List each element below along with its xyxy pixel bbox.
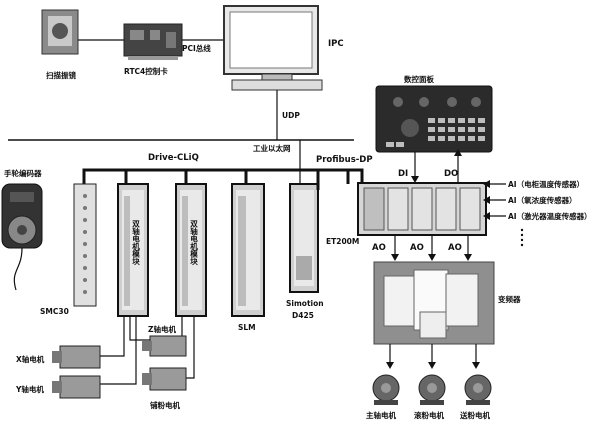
spread-motor bbox=[419, 375, 445, 405]
z-motor-label: Z轴电机 bbox=[148, 324, 176, 334]
spread-motor-label: 滚粉电机 bbox=[414, 410, 444, 420]
feed-motor bbox=[465, 375, 491, 405]
udp-label: UDP bbox=[282, 111, 300, 120]
di-arrow bbox=[411, 176, 419, 183]
drive-cliq-label: Drive-CLiQ bbox=[148, 153, 199, 163]
profibus-label: Profibus-DP bbox=[316, 155, 373, 165]
inverter-label: 变频器 bbox=[498, 294, 521, 304]
scanner-device bbox=[42, 10, 78, 54]
y-motor bbox=[52, 376, 100, 398]
ao-label-3: AO bbox=[448, 243, 462, 253]
ai-more-dots bbox=[521, 229, 523, 246]
ipc-label: IPC bbox=[328, 39, 344, 49]
scanner-label: 扫描振镜 bbox=[46, 70, 76, 80]
ao-label-2: AO bbox=[410, 243, 424, 253]
control-panel-label: 数控面板 bbox=[404, 74, 434, 84]
rtc4-card bbox=[124, 24, 182, 60]
svg-text:双轴电机模块: 双轴电机模块 bbox=[189, 220, 198, 266]
rtc4-label: RTC4控制卡 bbox=[124, 66, 168, 76]
et200m-label: ET200M bbox=[326, 237, 359, 246]
smc30-label: SMC30 bbox=[40, 307, 69, 316]
simotion-module bbox=[290, 184, 318, 292]
ipc-computer bbox=[224, 6, 322, 90]
simotion-label-2: D425 bbox=[292, 311, 314, 320]
ao-label-1: AO bbox=[372, 243, 386, 253]
y-motor-label: Y轴电机 bbox=[15, 384, 44, 394]
powder-motor-label: 铺粉电机 bbox=[150, 400, 180, 410]
slm-label: SLM bbox=[238, 323, 256, 332]
ai-label-3: AI（激光器温度传感器） bbox=[508, 211, 592, 221]
powder-motor bbox=[142, 368, 186, 390]
svg-text:双轴电机模块: 双轴电机模块 bbox=[131, 220, 140, 266]
smc30-module bbox=[74, 184, 96, 306]
x-motor-label: X轴电机 bbox=[16, 354, 45, 364]
ai-label-1: AI（电柜温度传感器） bbox=[508, 179, 584, 189]
di-label: DI bbox=[398, 169, 408, 179]
control-panel bbox=[376, 86, 492, 152]
dual-axis-label-1: 双轴电机模块 bbox=[131, 220, 140, 266]
profibus-cable bbox=[318, 170, 362, 190]
feed-motor-label: 送粉电机 bbox=[459, 410, 490, 420]
x-motor bbox=[52, 346, 100, 368]
do-label: DO bbox=[444, 169, 458, 179]
drive-cliq-bus bbox=[84, 170, 348, 184]
slm-module bbox=[232, 184, 264, 316]
dual-axis-label-2: 双轴电机模块 bbox=[189, 220, 198, 266]
handwheel-label: 手轮编码器 bbox=[4, 168, 42, 178]
handwheel-encoder bbox=[2, 184, 42, 290]
et200m-rack bbox=[358, 183, 486, 235]
ai-label-2: AI（氧浓度传感器） bbox=[508, 195, 577, 205]
simotion-label-1: Simotion bbox=[286, 299, 324, 308]
z-motor bbox=[142, 336, 186, 356]
inverter-group bbox=[374, 262, 494, 344]
main-motor bbox=[373, 375, 399, 405]
main-motor-label: 主轴电机 bbox=[366, 410, 396, 420]
pci-label: PCI总线 bbox=[182, 43, 211, 53]
ethernet-label: 工业以太网 bbox=[253, 143, 291, 153]
